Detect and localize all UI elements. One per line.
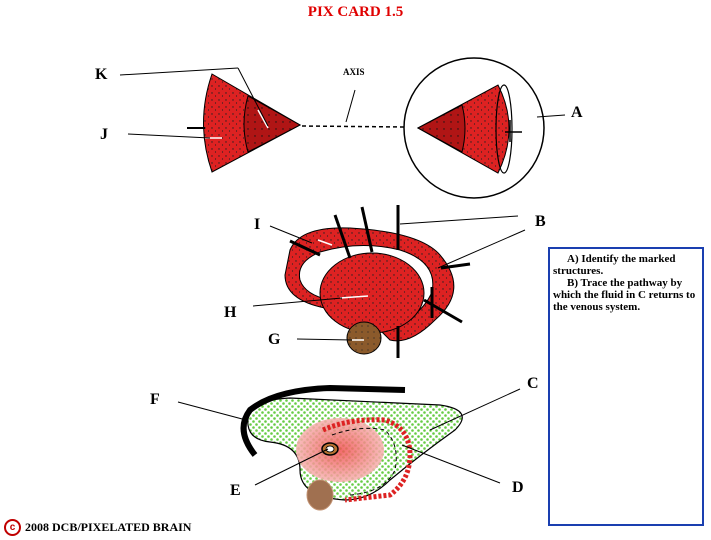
copyright-icon: c bbox=[4, 519, 21, 536]
question-a: A) Identify the marked structures. bbox=[553, 253, 676, 277]
right-cone-circle bbox=[403, 57, 545, 199]
label-k: K bbox=[95, 66, 108, 83]
label-a: A bbox=[571, 104, 583, 121]
axis-line bbox=[301, 125, 406, 128]
leader-lines bbox=[119, 67, 566, 486]
middle-structure bbox=[284, 205, 471, 358]
label-b: B bbox=[535, 213, 546, 230]
label-g: G bbox=[268, 331, 281, 348]
card-title: PIX CARD 1.5 bbox=[307, 4, 404, 20]
copyright-text: 2008 DCB/PIXELATED BRAIN bbox=[25, 520, 192, 534]
left-cone bbox=[187, 73, 302, 173]
label-e: E bbox=[230, 482, 241, 499]
label-d: D bbox=[512, 479, 524, 496]
label-c: C bbox=[527, 375, 539, 392]
label-f: F bbox=[150, 391, 160, 408]
bottom-structure bbox=[240, 384, 463, 511]
axis-label: AXIS bbox=[343, 67, 365, 77]
label-h: H bbox=[224, 304, 237, 321]
question-box: A) Identify the marked structures. B) Tr… bbox=[548, 247, 704, 526]
copyright-footer: c 2008 DCB/PIXELATED BRAIN bbox=[4, 519, 191, 536]
question-b: B) Trace the pathway by which the fluid … bbox=[553, 277, 696, 313]
label-i: I bbox=[254, 216, 261, 233]
label-j: J bbox=[100, 126, 108, 143]
